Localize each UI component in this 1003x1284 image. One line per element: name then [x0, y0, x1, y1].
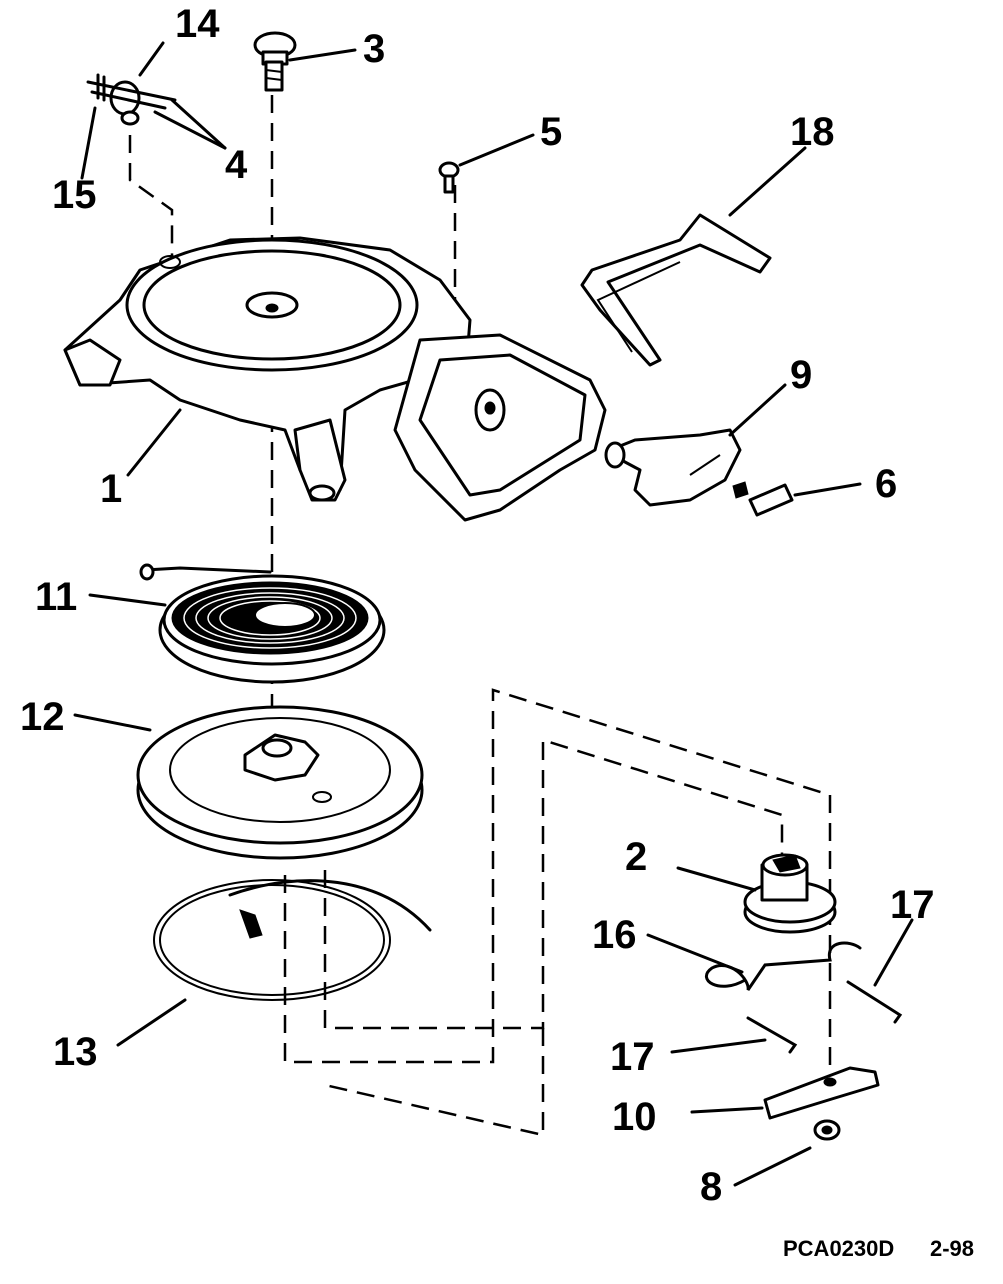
- footer: PCA0230D 2-98: [783, 1236, 974, 1261]
- spring-clip-part-16: [704, 941, 862, 991]
- handle-bracket-part-18: [580, 213, 772, 367]
- pawl-part-10: [763, 1066, 880, 1120]
- recoil-spring-part-11: [139, 563, 386, 684]
- callout-10: 10: [612, 1095, 657, 1139]
- callout-17-top: 17: [890, 883, 935, 927]
- callout-8: 8: [700, 1165, 722, 1209]
- spindle-part-2: [743, 853, 837, 934]
- rope-handle-part-9: [604, 428, 742, 507]
- callout-16: 16: [592, 913, 637, 957]
- callout-6: 6: [875, 462, 897, 506]
- terminal-block-part-14: [86, 73, 177, 126]
- callout-11: 11: [35, 575, 77, 619]
- callout-15: 15: [52, 173, 97, 217]
- starter-rope-part-13: [153, 879, 432, 1001]
- pins-part-17: [746, 980, 903, 1054]
- screw-part-5: [438, 161, 460, 194]
- callout-17-bottom: 17: [610, 1035, 655, 1079]
- callout-2: 2: [625, 835, 647, 879]
- drawing-code: PCA0230D: [783, 1236, 894, 1261]
- leader-lines: [73, 41, 914, 1187]
- starter-housing-part-1: [63, 236, 607, 522]
- screw-part-3: [253, 31, 297, 92]
- pulley-part-12: [136, 705, 424, 860]
- retaining-ring-part-8: [813, 1119, 841, 1141]
- callout-4: 4: [225, 143, 248, 187]
- callout-9: 9: [790, 353, 812, 397]
- callout-18: 18: [790, 110, 835, 154]
- callout-3: 3: [363, 27, 385, 71]
- drawing-date: 2-98: [930, 1236, 974, 1261]
- insert-part-6: [732, 481, 794, 517]
- callout-labels: 14 3 4 15 5 18 9 6 1 11 12 13 2 16 17 17…: [20, 2, 935, 1209]
- callout-13: 13: [53, 1030, 98, 1074]
- callout-12: 12: [20, 695, 65, 739]
- callout-5: 5: [540, 110, 562, 154]
- callout-14: 14: [175, 2, 220, 46]
- callout-1: 1: [100, 467, 122, 511]
